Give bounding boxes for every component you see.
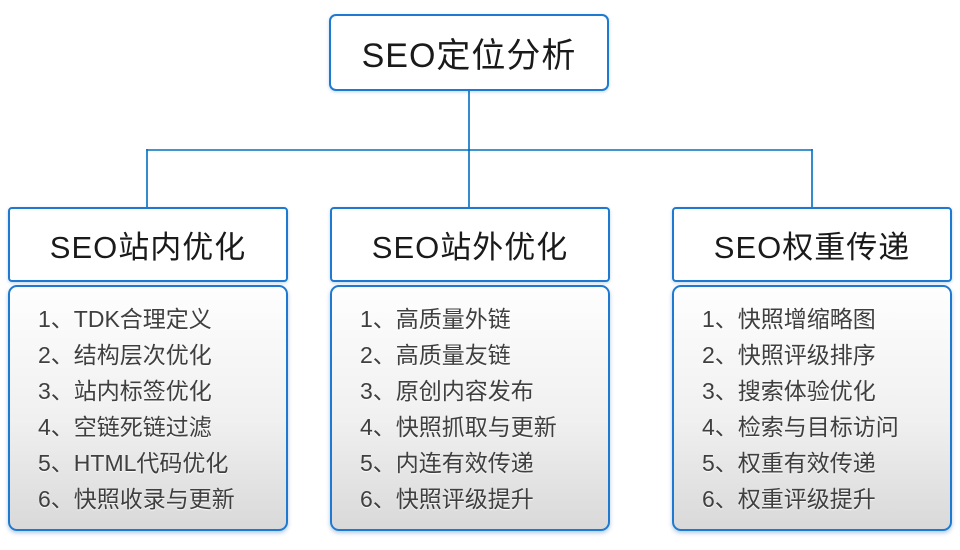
column-header-weight: SEO权重传递 [672, 207, 952, 282]
list-item: 6、快照评级提升 [360, 486, 534, 512]
root-node-title: SEO定位分析 [361, 37, 577, 75]
list-item: 5、内连有效传递 [360, 450, 534, 476]
list-item: 3、原创内容发布 [360, 378, 534, 404]
column-header-onsite-label: SEO站内优化 [49, 230, 247, 265]
column-header-onsite: SEO站内优化 [8, 207, 288, 282]
list-item: 4、快照抓取与更新 [360, 414, 557, 440]
column-list-offsite: 1、高质量外链 2、高质量友链 3、原创内容发布 4、快照抓取与更新 5、内连有… [330, 285, 610, 531]
list-item: 2、高质量友链 [360, 342, 511, 368]
list-item: 4、空链死链过滤 [38, 414, 212, 440]
list-item: 6、快照收录与更新 [38, 486, 235, 512]
list-item: 3、站内标签优化 [38, 378, 212, 404]
column-list-onsite: 1、TDK合理定义 2、结构层次优化 3、站内标签优化 4、空链死链过滤 5、H… [8, 285, 288, 531]
column-list-weight: 1、快照增缩略图 2、快照评级排序 3、搜索体验优化 4、检索与目标访问 5、权… [672, 285, 952, 531]
list-item: 5、权重有效传递 [702, 450, 876, 476]
list-item: 4、检索与目标访问 [702, 414, 899, 440]
list-item: 1、高质量外链 [360, 306, 511, 332]
list-item: 1、快照增缩略图 [702, 306, 876, 332]
list-item: 5、HTML代码优化 [38, 450, 229, 476]
list-item: 3、搜索体验优化 [702, 378, 876, 404]
column-header-offsite-label: SEO站外优化 [371, 230, 569, 265]
column-header-offsite: SEO站外优化 [330, 207, 610, 282]
list-item: 6、权重评级提升 [702, 486, 876, 512]
list-item: 2、快照评级排序 [702, 342, 876, 368]
list-item: 1、TDK合理定义 [38, 306, 212, 332]
column-header-weight-label: SEO权重传递 [713, 230, 911, 265]
list-item: 2、结构层次优化 [38, 342, 212, 368]
root-node: SEO定位分析 [329, 14, 609, 91]
